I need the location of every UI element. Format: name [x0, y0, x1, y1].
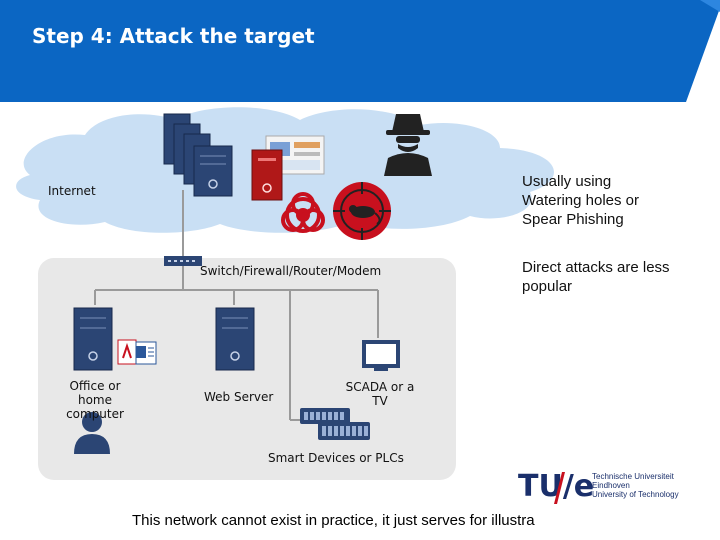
slide-title: Step 4: Attack the target — [32, 24, 315, 48]
office-computer-icon — [73, 307, 113, 371]
web-server-label: Web Server — [204, 390, 274, 404]
smart-devices-label: Smart Devices or PLCs — [268, 451, 404, 465]
tue-logo-line2: Eindhoven — [592, 481, 630, 490]
tue-logo-line1: Technische Universiteit — [592, 472, 674, 481]
attacker-servers — [163, 113, 233, 197]
server-icon — [73, 307, 113, 371]
server-icon — [251, 149, 283, 201]
plc-icon — [300, 408, 370, 440]
note-attack-vector: Usually using Watering holes or Spear Ph… — [522, 173, 639, 228]
web-server-icon — [215, 307, 255, 371]
server-icon — [163, 113, 233, 197]
hacker-icon — [384, 114, 432, 176]
footer-note: This network cannot exist in practice, i… — [132, 512, 535, 529]
monitor-icon — [362, 340, 400, 371]
internet-label: Internet — [48, 184, 96, 198]
user-icon — [74, 412, 110, 454]
header-banner — [0, 0, 720, 102]
compromised-server — [251, 135, 325, 201]
scada-label: SCADA or a TV — [345, 380, 415, 408]
rat-icon — [333, 182, 391, 240]
biohazard-icon — [281, 192, 325, 233]
server-icon — [215, 307, 255, 371]
office-computer-label: Office or home computer — [66, 379, 124, 421]
switch-label: Switch/Firewall/Router/Modem — [200, 264, 382, 278]
note-direct-attacks: Direct attacks are less popular — [522, 259, 670, 295]
document-icon — [117, 339, 157, 365]
tue-logo-line3: University of Technology — [592, 490, 679, 499]
switch-icon — [164, 256, 202, 266]
